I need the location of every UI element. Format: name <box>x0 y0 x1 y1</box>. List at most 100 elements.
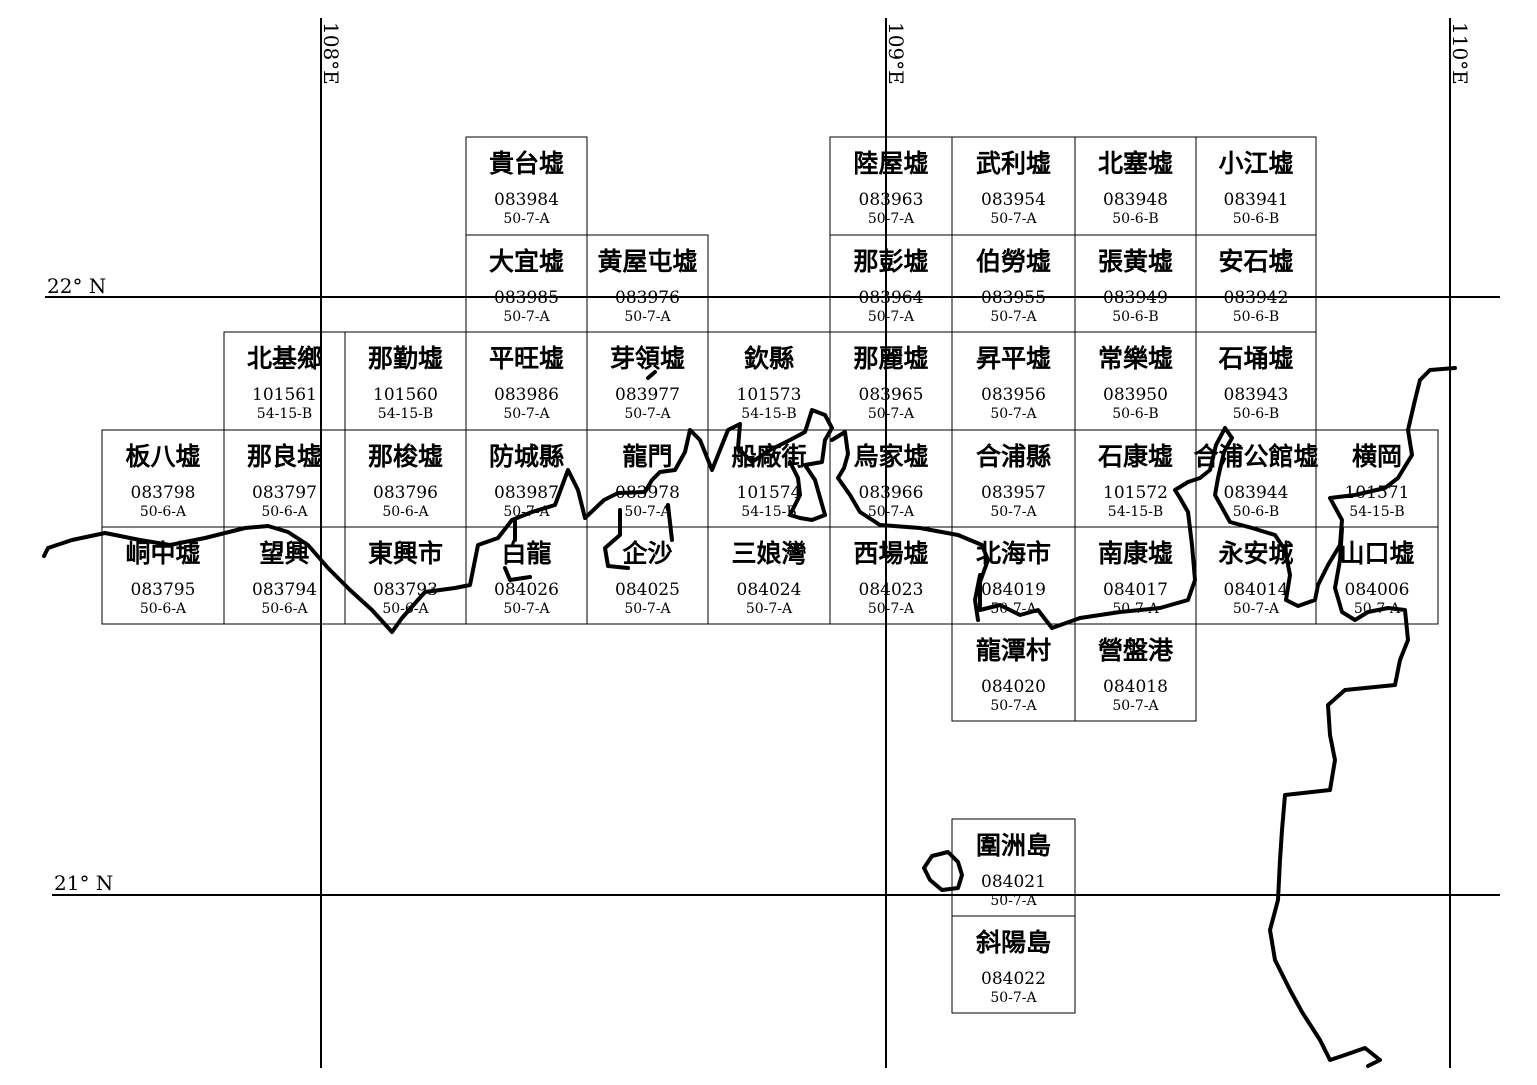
tile-sheet-code: 083976 <box>615 288 680 308</box>
tile-place-name: 那梭墟 <box>368 442 443 471</box>
tile-place-name: 小江墟 <box>1218 149 1293 178</box>
coastline-main <box>42 366 1457 1068</box>
tile-sheet-number: 50-6-A <box>140 504 187 520</box>
tile-sheet-code: 083985 <box>494 288 559 308</box>
tile-sheet-code: 084020 <box>981 677 1046 697</box>
tile-place-name: 安石墟 <box>1218 247 1293 276</box>
tile-sheet-number: 54-15-B <box>741 406 796 422</box>
longitude-label-108: 108°E <box>319 22 343 85</box>
tile-place-name: 營盤港 <box>1098 636 1174 665</box>
tile-place-name: 圍洲島 <box>976 831 1051 860</box>
tile-place-name: 望興 <box>259 539 309 568</box>
tile-place-name: 龍潭村 <box>976 636 1051 665</box>
tile-sheet-number: 50-7-A <box>990 504 1037 520</box>
tile-place-name: 陸屋墟 <box>853 149 928 178</box>
tile-sheet-code: 083984 <box>494 190 559 210</box>
tile-sheet-number: 50-7-A <box>624 504 671 520</box>
tile-sheet-number: 54-15-B <box>378 406 433 422</box>
tile-sheet-number: 50-7-A <box>868 309 915 325</box>
tile-sheet-number: 50-7-A <box>503 309 550 325</box>
tile-sheet-number: 50-7-A <box>990 893 1037 909</box>
tile-sheet-code: 101561 <box>252 385 317 405</box>
latitude-label-22: 22° N <box>47 274 106 298</box>
tile-sheet-number: 54-15-B <box>1349 504 1404 520</box>
tile-sheet-number: 54-15-B <box>257 406 312 422</box>
tile-sheet-code: 083963 <box>859 190 924 210</box>
tile-sheet-code: 083949 <box>1103 288 1168 308</box>
tile-place-name: 那良墟 <box>247 442 322 471</box>
tile-place-name: 平旺墟 <box>489 344 564 373</box>
tile-border <box>1074 623 1197 722</box>
weizhou-island-outline <box>922 850 964 892</box>
tile-place-name: 山口墟 <box>1339 539 1414 568</box>
tile-sheet-number: 50-7-A <box>503 601 550 617</box>
tile-sheet-code: 084024 <box>737 580 802 600</box>
tile-place-name: 防城縣 <box>489 442 564 471</box>
tile-sheet-code: 083948 <box>1103 190 1168 210</box>
tile-sheet-number: 50-7-A <box>868 504 915 520</box>
tile-place-name: 三娘灣 <box>731 539 806 568</box>
tile-sheet-number: 50-6-B <box>1112 211 1158 227</box>
tile-sheet-number: 50-7-A <box>1233 601 1280 617</box>
tile-sheet-number: 50-7-A <box>503 406 550 422</box>
tile-sheet-code: 083966 <box>859 483 924 503</box>
tile-place-name: 龍門 <box>622 442 672 471</box>
tile-sheet-number: 50-6-B <box>1112 406 1158 422</box>
tile-place-name: 東興市 <box>368 539 443 568</box>
tile-place-name: 伯勞墟 <box>976 247 1051 276</box>
tile-sheet-number: 50-7-A <box>746 601 793 617</box>
tile-sheet-code: 083955 <box>981 288 1046 308</box>
tile-place-name: 欽縣 <box>744 344 794 373</box>
tile-sheet-number: 50-6-A <box>140 601 187 617</box>
tile-place-name: 芽領墟 <box>610 344 685 373</box>
tile-sheet-code: 083950 <box>1103 385 1168 405</box>
latitude-label-21: 21° N <box>54 871 113 895</box>
tile-sheet-number: 50-6-A <box>261 601 308 617</box>
tile-sheet-code: 083954 <box>981 190 1046 210</box>
tile-place-name: 企沙 <box>622 539 672 568</box>
tile-sheet-number: 50-6-B <box>1233 211 1279 227</box>
tile-place-name: 北塞墟 <box>1098 149 1173 178</box>
tile-sheet-number: 50-6-B <box>1233 504 1279 520</box>
tile-sheet-code: 084019 <box>981 580 1046 600</box>
tile-sheet-code: 083978 <box>615 483 680 503</box>
tile-sheet-code: 101571 <box>1345 483 1410 503</box>
tile-place-name: 常樂墟 <box>1098 344 1173 373</box>
tile-place-name: 烏家墟 <box>853 442 928 471</box>
longitude-label-109: 109°E <box>884 22 908 85</box>
tile-sheet-code: 084006 <box>1345 580 1410 600</box>
tile-sheet-code: 084022 <box>981 969 1046 989</box>
tile-sheet-number: 50-7-A <box>868 601 915 617</box>
tile-place-name: 石康墟 <box>1097 442 1173 471</box>
tile-sheet-code: 084017 <box>1103 580 1168 600</box>
tile-sheet-number: 54-15-B <box>1108 504 1163 520</box>
bailong-inlet <box>503 370 982 622</box>
tile-sheet-code: 083942 <box>1224 288 1289 308</box>
tile-place-name: 武利墟 <box>976 149 1051 178</box>
tile-place-name: 船廠街 <box>731 442 806 471</box>
